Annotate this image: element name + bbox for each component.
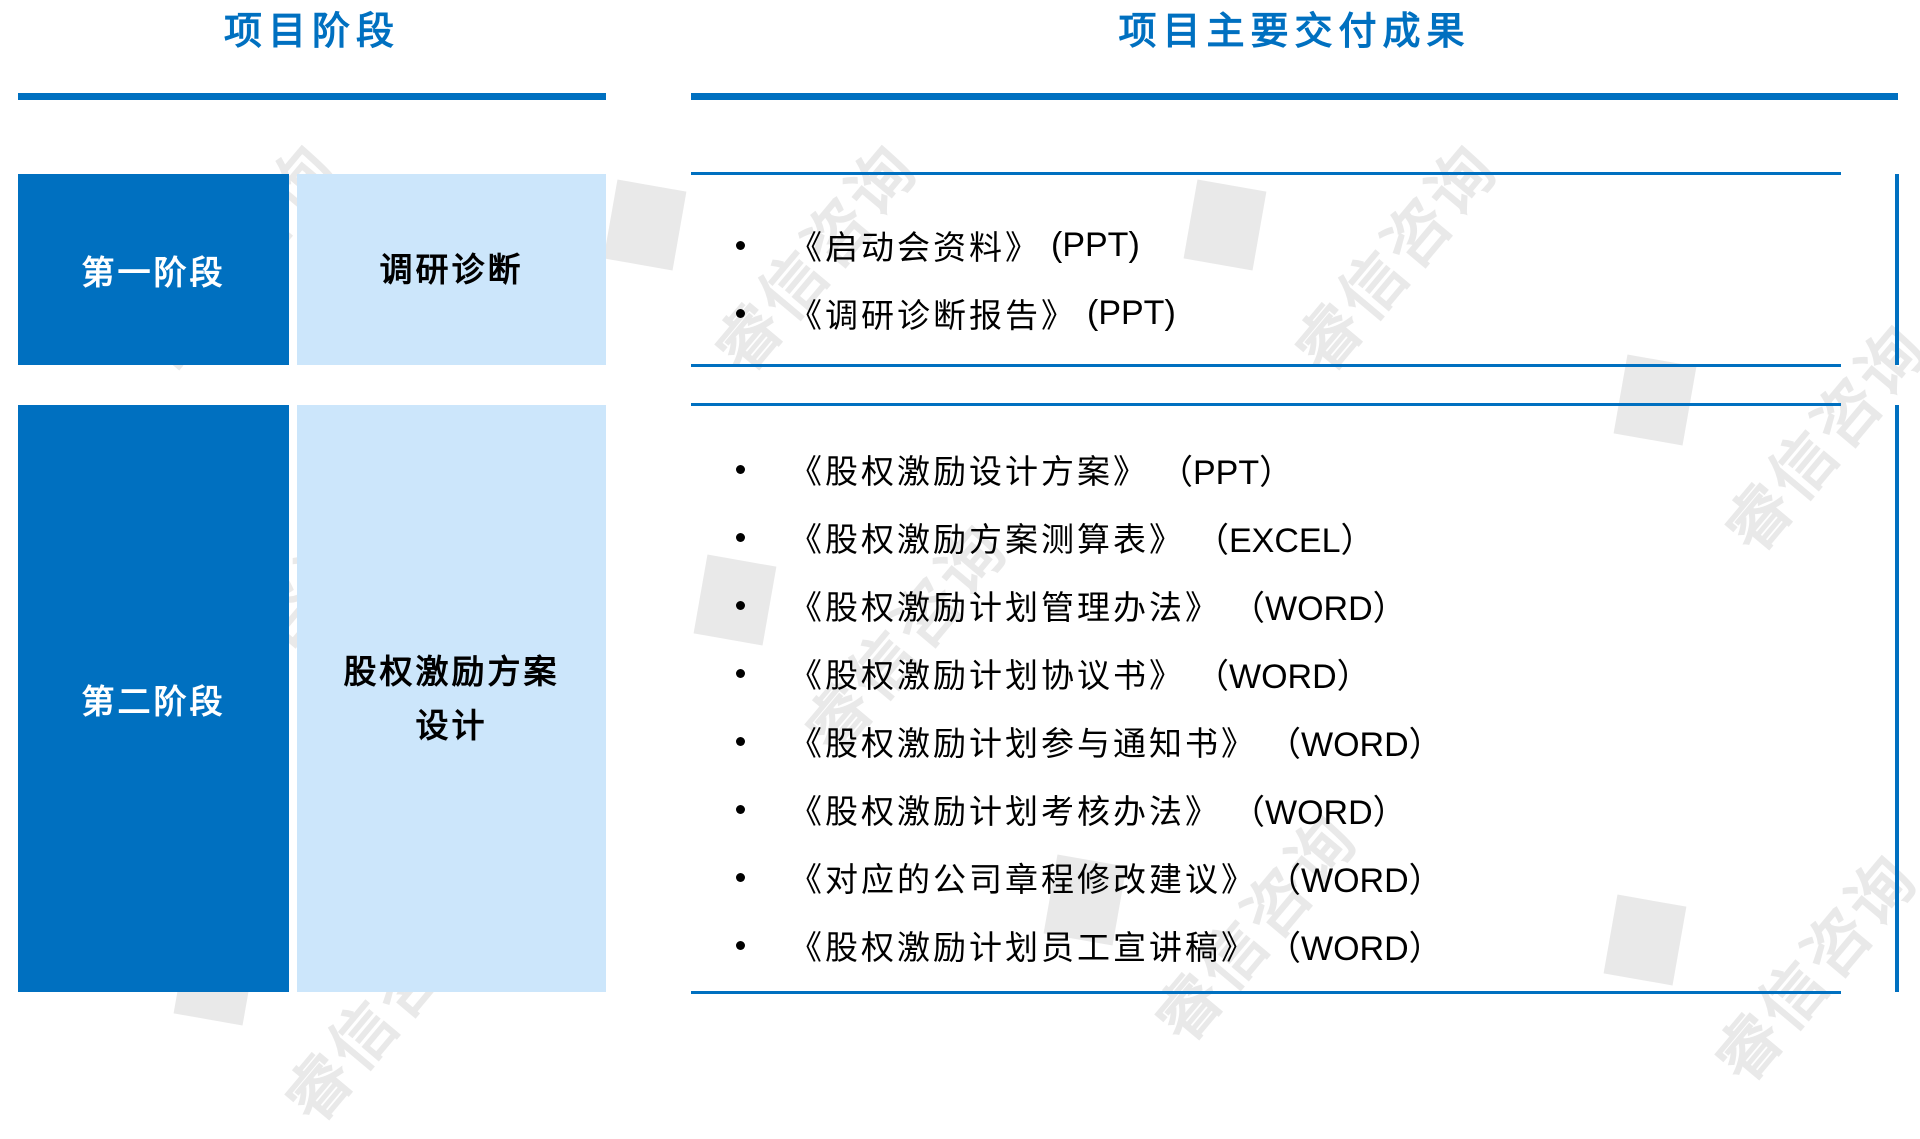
deliverables-header-underline: [691, 93, 1898, 100]
deliverable-item: 《股权激励计划考核办法》 （WORD）: [728, 784, 1407, 834]
deliverable-format: (PPT): [1087, 293, 1176, 332]
deliverable-item: 《股权激励计划协议书》 （WORD）: [728, 648, 1371, 698]
deliverable-format: （WORD）: [1231, 589, 1407, 628]
bullet-icon: [736, 308, 745, 318]
watermark-logo-icon: [1613, 354, 1697, 446]
deliverable-item: 《股权激励设计方案》 （PPT）: [728, 444, 1293, 494]
deliverable-title: 《股权激励计划员工宣讲稿》: [789, 928, 1257, 967]
deliverable-title: 《股权激励计划协议书》: [789, 656, 1185, 695]
watermark-text: 睿信咨询: [1701, 841, 1920, 1098]
bullet-icon: [736, 872, 745, 882]
stage-1-label: 第一阶段: [18, 174, 289, 365]
bullet-icon: [736, 240, 745, 250]
deliverable-title: 《对应的公司章程修改建议》: [789, 860, 1257, 899]
deliverable-title: 《股权激励计划管理办法》: [789, 588, 1221, 627]
stage-1-deliverables-bottom-line: [691, 364, 1841, 367]
bullet-icon: [736, 804, 745, 814]
deliverable-format: （WORD）: [1267, 929, 1443, 968]
watermark-logo-icon: [1183, 179, 1267, 271]
deliverable-item: 《股权激励计划参与通知书》 （WORD）: [728, 716, 1443, 766]
stage-1-name-text: 调研诊断: [379, 249, 524, 289]
stage-1-deliverables-side-bar: [1895, 174, 1899, 365]
stage-1-label-text: 第一阶段: [81, 252, 226, 292]
stage-2-deliverables-top-line: [691, 403, 1841, 406]
stages-header-underline: [18, 93, 606, 100]
deliverable-format: （WORD）: [1267, 725, 1443, 764]
deliverable-item: 《股权激励计划管理办法》 （WORD）: [728, 580, 1407, 630]
deliverable-item: 《股权激励计划员工宣讲稿》 （WORD）: [728, 920, 1443, 970]
stage-2-name-line2: 设计: [415, 705, 488, 745]
deliverable-title: 《股权激励方案测算表》: [789, 520, 1185, 559]
deliverable-title: 《股权激励计划参与通知书》: [789, 724, 1257, 763]
stage-2-label: 第二阶段: [18, 405, 289, 992]
bullet-icon: [736, 668, 745, 678]
bullet-icon: [736, 464, 745, 474]
deliverable-format: (PPT): [1051, 225, 1140, 264]
bullet-icon: [736, 532, 745, 542]
watermark-text: 睿信咨询: [1711, 311, 1920, 568]
watermark-logo-icon: [1603, 894, 1687, 986]
deliverable-format: （WORD）: [1195, 657, 1371, 696]
deliverable-format: （PPT）: [1159, 453, 1294, 492]
bullet-icon: [736, 940, 745, 950]
stage-1-deliverables-top-line: [691, 172, 1841, 175]
deliverable-format: （EXCEL）: [1195, 521, 1375, 560]
stage-2-deliverables-bottom-line: [691, 991, 1841, 994]
deliverable-format: （WORD）: [1231, 793, 1407, 832]
deliverable-title: 《启动会资料》: [789, 228, 1041, 267]
deliverable-item: 《启动会资料》 (PPT): [728, 220, 1140, 270]
stage-2-deliverables-side-bar: [1895, 405, 1899, 992]
deliverable-title: 《股权激励计划考核办法》: [789, 792, 1221, 831]
deliverable-title: 《调研诊断报告》: [789, 296, 1077, 335]
stage-2-label-text: 第二阶段: [81, 681, 226, 721]
deliverable-format: （WORD）: [1267, 861, 1443, 900]
stage-1-name: 调研诊断: [297, 174, 606, 365]
deliverable-title: 《股权激励设计方案》: [789, 452, 1149, 491]
bullet-icon: [736, 736, 745, 746]
watermark-text: 睿信咨询: [1281, 131, 1514, 388]
deliverable-item: 《股权激励方案测算表》 （EXCEL）: [728, 512, 1375, 562]
bullet-icon: [736, 600, 745, 610]
deliverables-column-title: 项目主要交付成果: [1118, 8, 1471, 53]
stage-2-name: 股权激励方案 设计: [297, 405, 606, 992]
watermark-logo-icon: [603, 179, 687, 271]
deliverable-item: 《调研诊断报告》 (PPT): [728, 288, 1176, 338]
deliverable-item: 《对应的公司章程修改建议》 （WORD）: [728, 852, 1443, 902]
stage-2-name-line1: 股权激励方案: [343, 651, 560, 691]
stages-column-title: 项目阶段: [223, 8, 400, 53]
